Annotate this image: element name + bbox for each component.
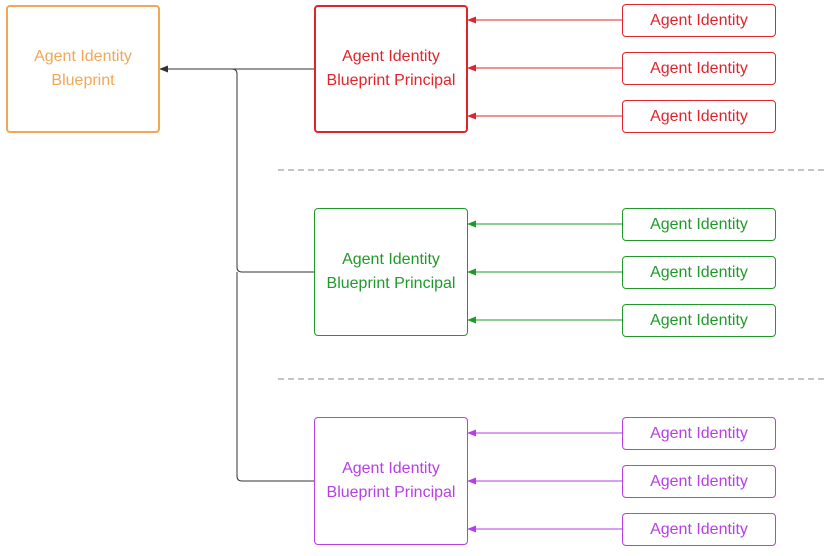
node-label: Agent Identity <box>650 59 748 77</box>
node-label: Agent Identity <box>342 460 440 477</box>
node-label: Agent Identity <box>342 48 440 65</box>
node-label: Agent Identity <box>342 251 440 268</box>
node-label: Agent Identity <box>650 520 748 538</box>
node-label: Blueprint Principal <box>326 484 456 501</box>
agent-identity-node-red: Agent Identity <box>622 52 776 85</box>
node-label: Agent Identity <box>650 11 748 29</box>
agent-identity-node-green: Agent Identity <box>622 304 776 337</box>
node-label: Blueprint Principal <box>326 72 456 89</box>
principal-to-blueprint-connector <box>236 272 314 482</box>
node-label: Agent Identity <box>650 107 748 125</box>
agent-identity-blueprint-node: Agent Identity Blueprint <box>6 5 160 133</box>
blueprint-principal-node-purple: Agent Identity Blueprint Principal <box>314 417 468 545</box>
agent-identity-node-purple: Agent Identity <box>622 513 776 546</box>
node-label: Blueprint Principal <box>326 275 456 292</box>
agent-identity-node-purple: Agent Identity <box>622 417 776 450</box>
blueprint-principal-node-green: Agent Identity Blueprint Principal <box>314 208 468 336</box>
blueprint-principal-node-red: Agent Identity Blueprint Principal <box>314 5 468 133</box>
node-label: Agent Identity <box>34 48 132 65</box>
node-label: Agent Identity <box>650 311 748 329</box>
node-label: Blueprint <box>51 72 115 89</box>
agent-identity-node-red: Agent Identity <box>622 100 776 133</box>
agent-identity-node-purple: Agent Identity <box>622 465 776 498</box>
node-label: Agent Identity <box>650 215 748 233</box>
agent-identity-node-red: Agent Identity <box>622 4 776 37</box>
node-label: Agent Identity <box>650 263 748 281</box>
principal-to-blueprint-connector <box>231 68 314 273</box>
agent-identity-node-green: Agent Identity <box>622 208 776 241</box>
agent-identity-node-green: Agent Identity <box>622 256 776 289</box>
node-label: Agent Identity <box>650 424 748 442</box>
node-label: Agent Identity <box>650 472 748 490</box>
